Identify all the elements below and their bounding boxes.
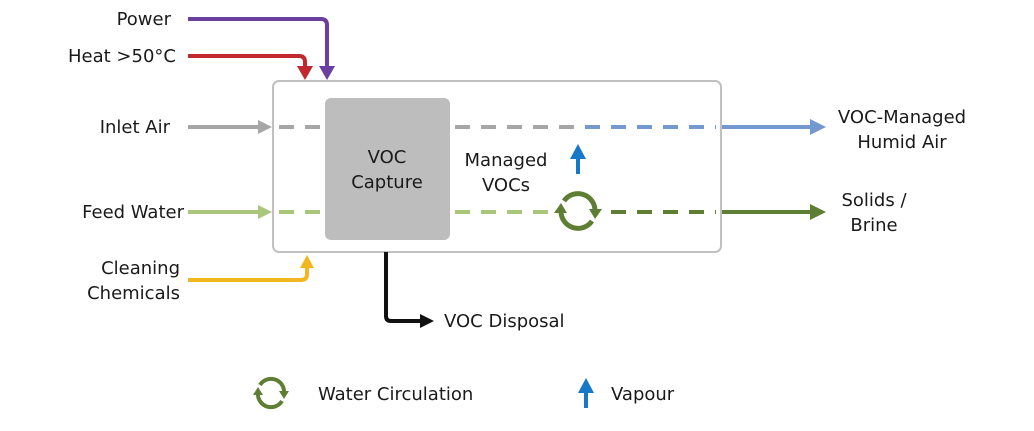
- managed-vocs-label-2: VOCs: [482, 175, 530, 196]
- voc-capture-label-1: VOC: [368, 147, 407, 168]
- heat-label: Heat >50°C: [68, 46, 176, 67]
- voc-capture-label-2: Capture: [351, 172, 423, 193]
- humid-air-label-1: VOC-Managed: [838, 107, 966, 128]
- disposal-label: VOC Disposal: [444, 311, 565, 332]
- cleaning-label-1: Cleaning: [101, 258, 180, 279]
- humid-air-flow: [585, 119, 826, 135]
- inlet-air-label: Inlet Air: [100, 117, 171, 138]
- inlet-air-flow: [188, 120, 583, 134]
- humid-air-arrowhead-icon: [810, 119, 826, 135]
- feed-water-label: Feed Water: [82, 202, 184, 223]
- managed-vocs-label-1: Managed: [465, 150, 548, 171]
- disposal-arrowhead-icon: [420, 314, 434, 328]
- heat-arrowhead-icon: [297, 66, 313, 80]
- circulation-icon: [554, 191, 602, 231]
- feed-water-flow: [188, 205, 552, 219]
- disposal-flow: [384, 252, 434, 328]
- legend-vapour-label: Vapour: [611, 384, 675, 405]
- voc-capture-box: [325, 98, 450, 240]
- humid-air-label-2: Humid Air: [857, 132, 947, 153]
- brine-label-2: Brine: [850, 215, 897, 236]
- brine-flow: [611, 204, 826, 220]
- feed-water-arrowhead-icon: [258, 205, 272, 219]
- inlet-air-arrowhead-icon: [258, 120, 272, 134]
- legend-vapour-icon: [578, 378, 594, 408]
- heat-flow: [188, 54, 313, 80]
- cleaning-label-2: Chemicals: [87, 283, 180, 304]
- power-flow: [188, 17, 335, 80]
- legend-circulation-label: Water Circulation: [318, 384, 473, 405]
- brine-label-1: Solids /: [841, 190, 907, 211]
- cleaning-arrowhead-icon: [300, 255, 314, 268]
- brine-arrowhead-icon: [810, 204, 826, 220]
- vapour-arrow-icon: [570, 144, 586, 174]
- power-arrowhead-icon: [319, 66, 335, 80]
- legend-circulation-icon: [253, 376, 289, 410]
- power-label: Power: [117, 9, 172, 30]
- legend: Water Circulation Vapour: [253, 376, 675, 410]
- cleaning-flow: [188, 255, 314, 282]
